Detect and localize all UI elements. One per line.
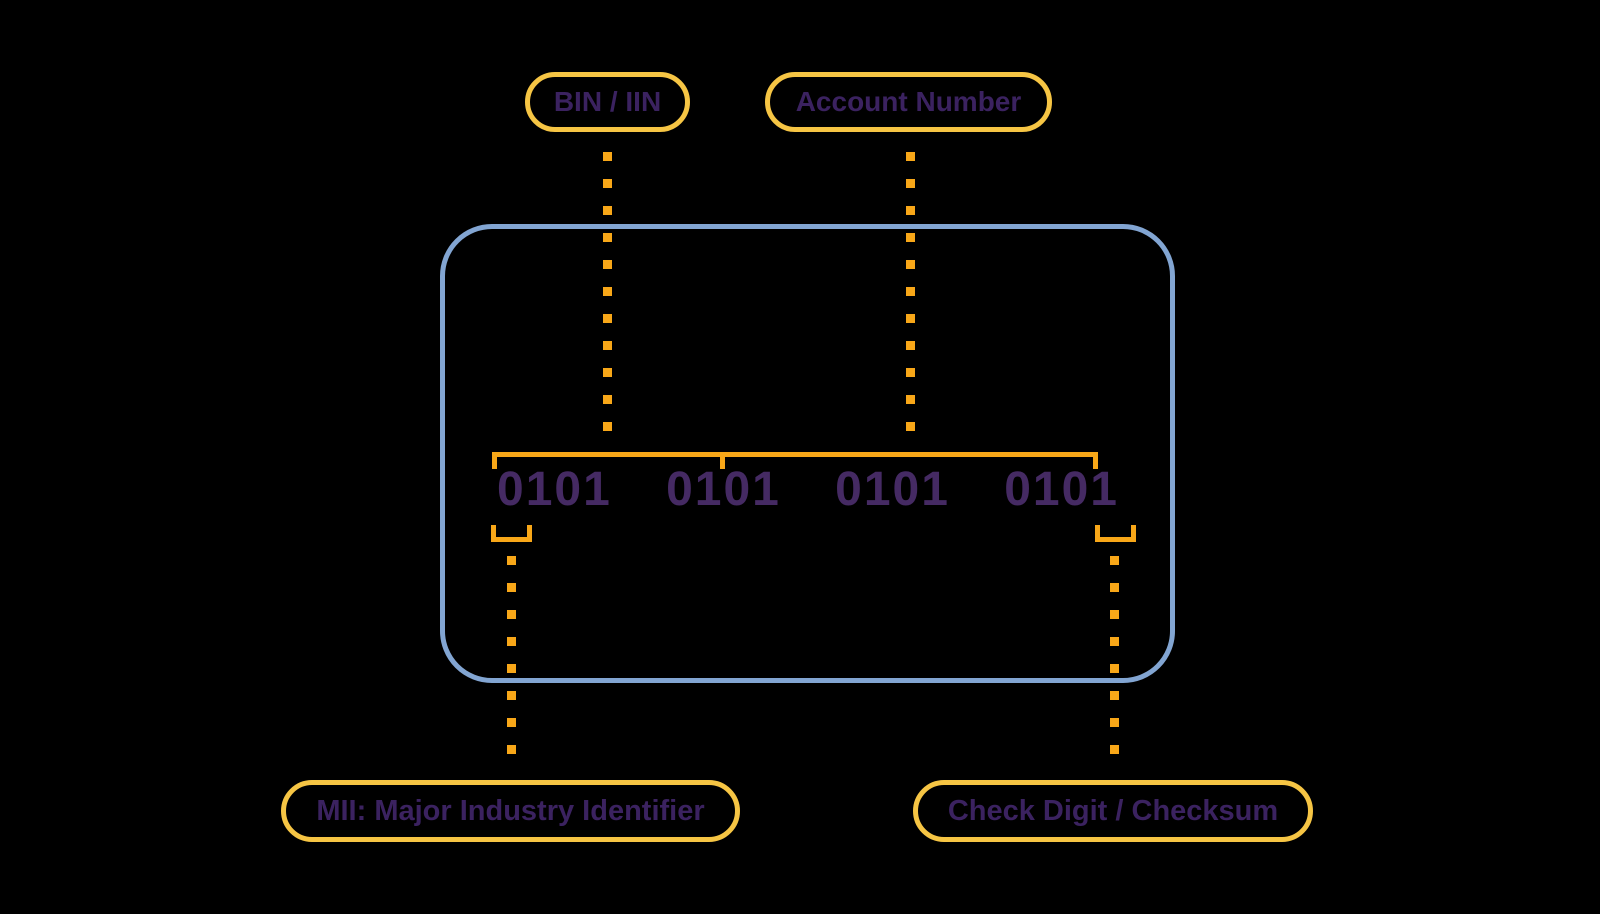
payment-card-outline [440,224,1175,683]
check-digit-bracket [1095,525,1136,542]
mii-label: MII: Major Industry Identifier [316,794,705,827]
account-number-label: Account Number [795,86,1022,117]
check-digit-dotted-connector [1110,556,1119,766]
bin-iin-pill: BIN / IIN [525,72,690,132]
mii-pill: MII: Major Industry Identifier [281,780,740,842]
bracket-divider-tick [720,452,725,469]
check-digit-pill: Check Digit / Checksum [913,780,1313,842]
check-digit-label: Check Digit / Checksum [947,794,1279,827]
account-number-dotted-connector [906,152,915,436]
bin-iin-dotted-connector [603,152,612,436]
digit-group-1: 0101 [497,463,612,516]
card-number: 0101 0101 0101 0101 [497,466,1119,514]
digit-group-2: 0101 [666,463,781,516]
bin-iin-label: BIN / IIN [553,86,662,117]
account-number-pill: Account Number [765,72,1052,132]
digit-group-3: 0101 [835,463,950,516]
digit-sections-bracket [492,452,1098,469]
mii-dotted-connector [507,556,516,766]
mii-digit-bracket [491,525,532,542]
digit-group-4: 0101 [1004,463,1119,516]
